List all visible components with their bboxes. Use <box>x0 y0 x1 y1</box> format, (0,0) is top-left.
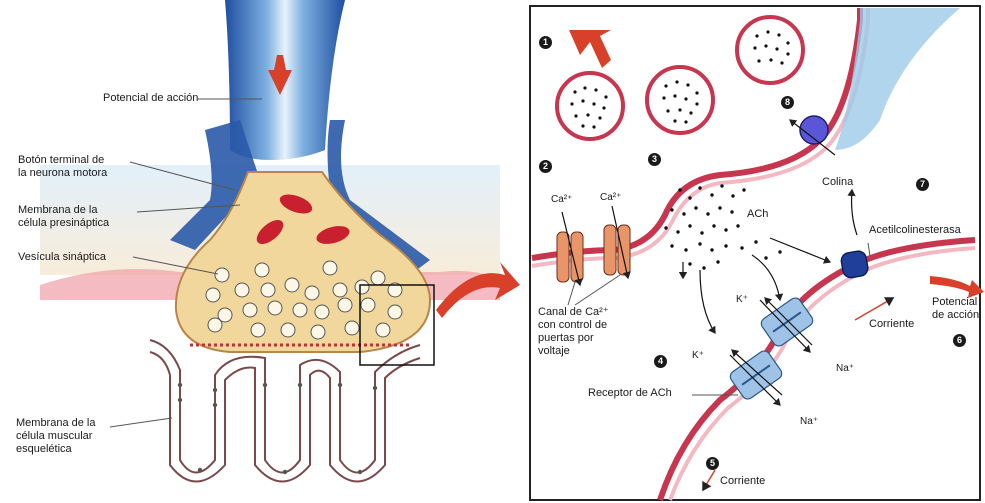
choline-transporter <box>800 116 828 144</box>
label-na-2: Na⁺ <box>800 415 818 428</box>
label-ca-channel-line3: puertas por <box>538 332 594 345</box>
step-number-5: 5 <box>706 457 719 470</box>
label-na-1: Na⁺ <box>836 362 854 375</box>
step-number-7: 7 <box>916 178 929 191</box>
label-action-potential: Potencial de acción <box>103 92 198 105</box>
step-number-4: 4 <box>654 355 667 368</box>
label-ach-receptor: Receptor de ACh <box>588 387 672 400</box>
step-number-2: 2 <box>539 160 552 173</box>
label-terminal-button-line2: la neurona motora <box>18 167 107 180</box>
muscle-membrane-folds <box>150 340 420 482</box>
label-current-1: Corriente <box>869 318 914 331</box>
acetylcholinesterase <box>840 250 869 279</box>
label-current-2: Corriente <box>720 475 765 488</box>
step-number-3: 3 <box>648 153 661 166</box>
label-action-potential-right-line1: Potencial <box>932 296 977 309</box>
step-number-6: 6 <box>953 334 966 347</box>
label-ca-2: Ca²⁺ <box>600 191 621 204</box>
label-acetylcholinesterase: Acetilcolinesterasa <box>869 224 961 237</box>
label-muscle-membrane-line2: célula muscular <box>16 430 92 443</box>
step-number-1: 1 <box>539 36 552 49</box>
label-synaptic-vesicle: Vesícula sináptica <box>18 251 106 264</box>
label-k-2: K⁺ <box>692 349 704 362</box>
label-presynaptic-membrane-line1: Membrana de la <box>18 204 98 217</box>
label-ca-1: Ca²⁺ <box>551 193 572 206</box>
label-presynaptic-membrane-line2: célula presináptica <box>18 217 109 230</box>
label-ach: ACh <box>747 208 768 221</box>
label-ca-channel-line4: voltaje <box>538 345 570 358</box>
ach-receptor-dots <box>178 383 377 474</box>
label-terminal-button-line1: Botón terminal de <box>18 154 104 167</box>
step-number-8: 8 <box>781 96 794 109</box>
label-muscle-membrane-line3: esquelética <box>16 443 72 456</box>
label-ca-channel-line2: con control de <box>538 319 607 332</box>
label-k-1: K⁺ <box>736 293 748 306</box>
label-action-potential-right-line2: de acción <box>932 309 979 322</box>
label-choline: Colina <box>822 176 853 189</box>
label-ca-channel-line1: Canal de Ca²⁺ <box>538 306 609 319</box>
label-muscle-membrane-line1: Membrana de la <box>16 417 96 430</box>
